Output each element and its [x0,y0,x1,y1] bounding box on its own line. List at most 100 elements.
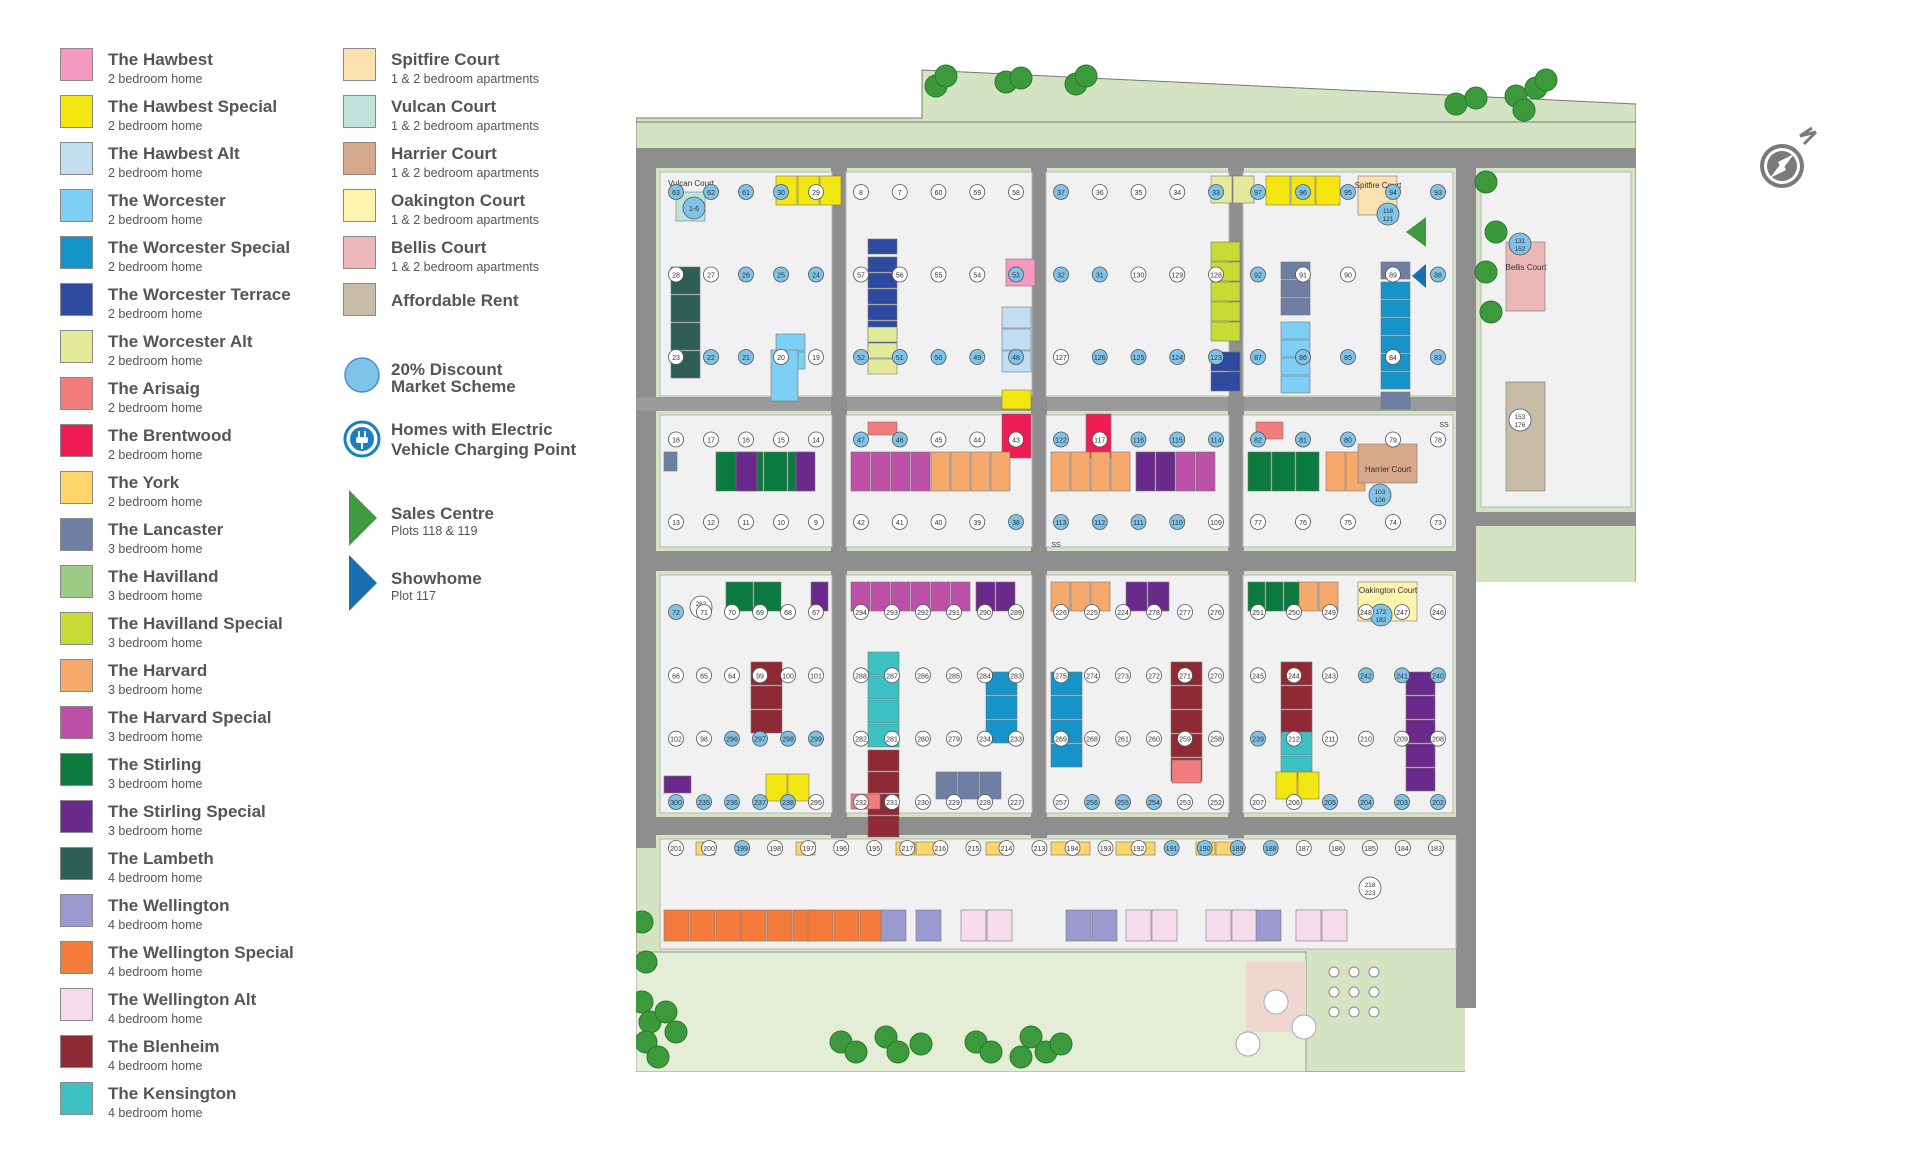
plot-number: 237 [754,800,766,807]
plot-marker [1394,667,1410,684]
plot-marker [891,349,908,365]
plot-marker [1286,604,1302,620]
plot-marker [1115,667,1131,684]
plot-marker [930,266,947,283]
play-feature [1291,1014,1317,1040]
plot-marker [738,266,754,283]
sales-centre-title: Sales Centre [391,504,494,523]
plot-number: 251 [1252,610,1264,617]
plot-number: 20 [777,355,785,362]
plot-number: 45 [935,438,943,445]
plot-number: 121 [1383,216,1394,223]
house-plot [1325,451,1346,492]
house-plot [1195,451,1216,492]
plot-marker [853,604,869,620]
house-plot [867,771,900,794]
house-plot [1247,451,1272,492]
plot-marker [1169,514,1186,530]
plot-marker [891,184,908,200]
plot-marker [773,349,789,365]
plot-number: 252 [1210,800,1222,807]
tree [886,1040,910,1064]
house-plot [986,909,1013,942]
plot-number: 292 [917,610,929,617]
tree [1512,98,1536,122]
legend-swatch [343,236,376,269]
plot-marker [1385,431,1401,448]
house-plot [1357,443,1418,484]
plot-marker [1053,604,1069,620]
plot-marker [1295,840,1312,856]
tree [664,1020,688,1044]
plot-number: 293 [886,610,898,617]
house-plot [1405,671,1436,696]
house-plot [765,773,788,802]
plot-number: 261 [1117,737,1129,744]
plot-marker [1358,604,1374,620]
plot-number: 31 [1096,273,1104,280]
plot-marker [1130,266,1147,283]
plot-marker [1064,840,1081,856]
plot-marker [1376,202,1400,226]
plot-number: 16 [742,438,750,445]
plot-marker [734,840,750,856]
plot-number: 243 [1324,673,1336,680]
plot-number: 225 [1086,610,1098,617]
plot-marker [977,730,993,747]
house-plot [1155,451,1176,492]
plot-number: 89 [1389,273,1397,280]
plot-marker [738,514,754,530]
plot-number: 203 [1396,800,1408,807]
plot-marker [1177,794,1193,810]
plot-number: 48 [1012,355,1020,362]
legend-desc: 4 bedroom home [108,1012,203,1026]
plot-number: 41 [896,520,904,527]
plot-marker [1358,667,1374,684]
plot-marker [1146,604,1162,620]
plot-number: 123 [1210,355,1222,362]
legend-desc: 2 bedroom home [108,213,203,227]
plot-number: 49 [973,355,981,362]
discount-line1: 20% Discount [391,360,503,379]
plot-marker [1084,794,1100,810]
plot-marker [668,184,684,200]
plot-marker [780,794,796,810]
plot-number: 211 [1324,737,1335,744]
plot-number: 87 [1254,355,1262,362]
plot-number: 284 [979,673,991,680]
legend-name: Spitfire Court [391,50,500,69]
legend-swatch [60,95,93,128]
plot-number: 130 [1133,273,1145,280]
plot-marker [899,840,916,856]
tree [1479,300,1503,324]
plot-number: 56 [896,273,904,280]
plot-marker [1286,730,1302,747]
house-plot [880,909,907,942]
plot-marker [1084,667,1100,684]
tree [979,1040,1003,1064]
play-feature [1235,1031,1261,1057]
house-plot [1001,413,1032,459]
house-plot [1065,909,1092,942]
bollard [1348,966,1360,978]
plot-number: 82 [1254,438,1262,445]
plot-number: 294 [855,610,867,617]
plot-marker [1146,794,1162,810]
plot-number: 273 [1117,673,1129,680]
plot-number: 55 [935,273,943,280]
plot-number: 91 [1299,273,1307,280]
plot-number: 99 [756,673,764,680]
tree [874,1025,898,1049]
showhome-title: Showhome [391,569,482,588]
road [1031,148,1047,838]
plot-number: 46 [896,438,904,445]
plot-marker [1322,667,1338,684]
plot-number: 268 [1086,737,1098,744]
plot-marker [1430,514,1446,530]
tree [1009,66,1033,90]
plot-marker [752,794,768,810]
court-label: Harrier Court [1365,465,1412,474]
plot-number: 19 [812,355,820,362]
block [1480,171,1632,508]
